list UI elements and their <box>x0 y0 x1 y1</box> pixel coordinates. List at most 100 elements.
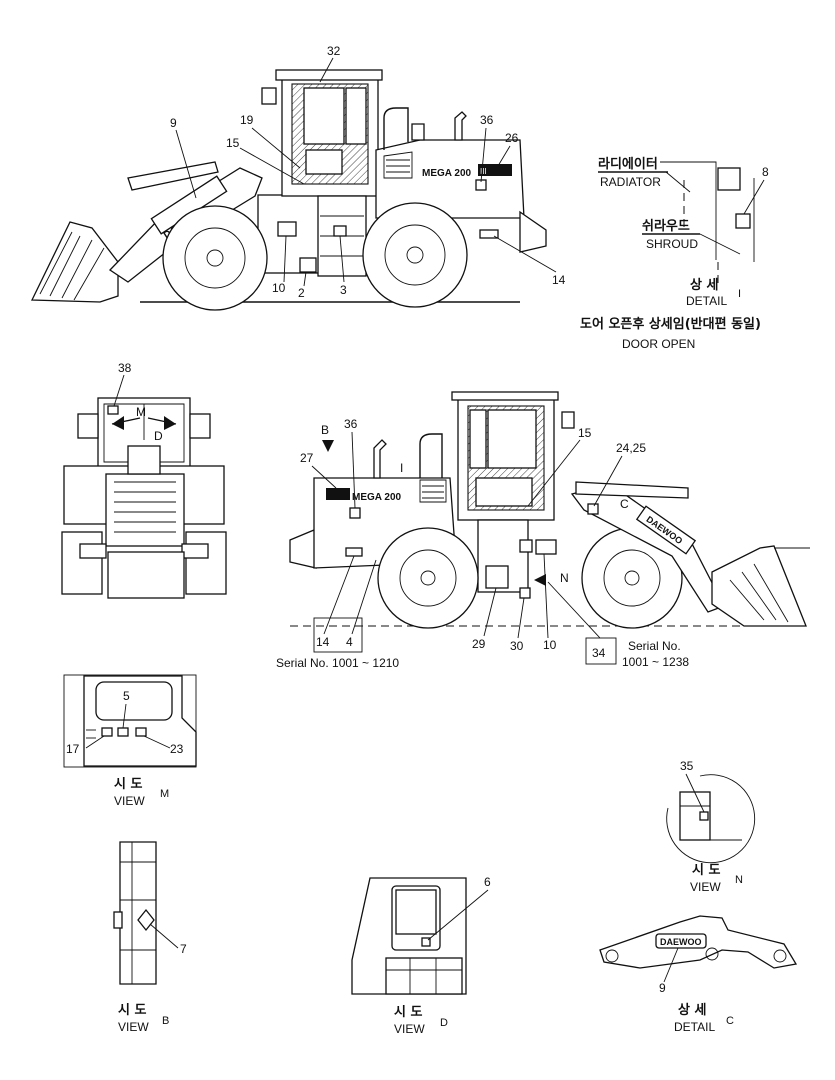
counterweight <box>519 210 547 253</box>
callout-35: 35 <box>680 759 694 773</box>
serial-box-left <box>313 617 363 653</box>
serial-box-right <box>585 637 617 665</box>
front-right-tire <box>185 531 227 595</box>
detail-c-letter: C <box>726 1015 734 1027</box>
callout-14-top: 14 <box>552 273 566 287</box>
air-intake <box>411 123 425 141</box>
view-b-body <box>119 841 157 985</box>
callout-4: 4 <box>346 635 353 649</box>
rr-cab-rear-window <box>469 409 487 469</box>
decal-24-25 <box>587 503 599 515</box>
model-decal-suffix: III <box>480 167 487 176</box>
view-d-letter: D <box>440 1017 448 1029</box>
rr-arm-decal <box>635 505 697 555</box>
callout-30: 30 <box>510 639 524 653</box>
front-left-tire <box>61 531 103 595</box>
view-n-title-en: VIEW <box>690 880 721 894</box>
view-d: 6 시 도 VIEW D <box>351 875 491 1036</box>
handrail <box>383 107 409 150</box>
callout-3: 3 <box>340 283 347 297</box>
side-view-left: DAEWOO MEGA 200 III <box>30 69 547 311</box>
view-n-title-ko: 시 도 <box>692 863 720 878</box>
front-left-lamp <box>79 543 107 559</box>
door-open-label-en: DOOR OPEN <box>622 337 695 351</box>
decal-36-right <box>349 507 361 519</box>
view-b-letter: B <box>162 1015 169 1027</box>
shroud-label-en: SHROUD <box>646 237 698 251</box>
arrow-m-left <box>112 416 124 430</box>
callout-8: 8 <box>762 165 769 179</box>
callout-5: 5 <box>123 689 130 703</box>
side-view-right: MEGA 200 DAEWOO <box>289 391 810 665</box>
callout-10-mid: 10 <box>543 638 557 652</box>
callout-10-top: 10 <box>272 281 286 295</box>
view-d-title-ko: 시 도 <box>394 1005 422 1020</box>
view-m-title-en: VIEW <box>114 794 145 808</box>
view-n-circle <box>666 774 756 864</box>
radiator-label-en: RADIATOR <box>600 175 661 189</box>
view-n-marker: N <box>560 571 569 585</box>
radiator-tank <box>717 167 741 191</box>
decal-35 <box>699 811 709 821</box>
callout-19: 19 <box>240 113 254 127</box>
callout-15-top: 15 <box>226 136 240 150</box>
rr-bucket <box>711 545 807 627</box>
radiator-label-ko: 라디에이터 <box>598 156 658 172</box>
cab-rear-window <box>345 87 367 145</box>
serial-note-right-range: 1001 ~ 1238 <box>622 655 689 669</box>
decal-14-left <box>479 229 499 239</box>
callout-9-detail: 9 <box>659 981 666 995</box>
detail-c-title-en: DETAIL <box>674 1020 715 1034</box>
view-b-title-en: VIEW <box>118 1020 149 1034</box>
view-n-letter: N <box>735 874 743 886</box>
view-b-latch <box>113 911 123 929</box>
callout-15-mid: 15 <box>578 426 592 440</box>
decal-10-right <box>535 539 557 555</box>
arrow-n <box>534 574 546 586</box>
detail-c-marker: C <box>620 497 629 511</box>
detail-c-title-ko: 상 세 <box>678 1003 706 1018</box>
rr-handrail <box>419 433 443 478</box>
callout-2: 2 <box>298 286 305 300</box>
view-m-marker: M <box>136 405 146 419</box>
detail-c: DAEWOO 9 상 세 DETAIL C <box>599 915 798 1034</box>
view-d-marker: D <box>154 429 163 443</box>
model-decal-text: MEGA 200 <box>422 168 472 179</box>
exhaust-pipe <box>454 111 467 141</box>
side-mirror <box>261 87 277 105</box>
door-open-label-ko: 도어 오픈후 상세임(반대편 동일) <box>580 316 761 332</box>
serial-note-left: Serial No. 1001 ~ 1210 <box>276 656 399 670</box>
view-n: 35 시 도 VIEW N <box>666 759 756 894</box>
decal-5 <box>117 727 129 737</box>
rr-model-text: MEGA 200 <box>352 492 402 503</box>
decal-23 <box>135 727 147 737</box>
decal-30 <box>519 539 533 553</box>
callout-27: 27 <box>300 451 314 465</box>
detail-i-title-en: DETAIL <box>686 294 727 308</box>
view-b: 7 시 도 VIEW B <box>113 841 187 1034</box>
engine-hood <box>375 139 525 219</box>
callout-23: 23 <box>170 742 184 756</box>
callout-7: 7 <box>180 942 187 956</box>
arrow-b <box>322 440 334 452</box>
model-decal-stripe <box>478 164 512 176</box>
side-view-left-callouts: 32 9 19 15 36 26 10 2 3 14 <box>170 44 566 300</box>
detail-i-letter: I <box>738 288 741 300</box>
cab-roof <box>275 69 383 81</box>
serial-note-right-title: Serial No. <box>628 639 681 653</box>
decal-10-left <box>277 221 297 237</box>
rr-cab-lower <box>475 477 533 507</box>
callout-9-top: 9 <box>170 116 177 130</box>
detail-i-marker: I <box>400 461 403 475</box>
front-right-lamp <box>181 543 209 559</box>
front-bumper <box>107 551 185 599</box>
view-d-door-window <box>395 889 437 935</box>
view-m-title-ko: 시 도 <box>114 777 142 792</box>
detail-c-brand: DAEWOO <box>660 937 702 947</box>
rr-tilt-cylinder <box>575 481 689 499</box>
decal-8 <box>735 213 751 229</box>
view-m-letter: M <box>160 788 169 800</box>
callout-38: 38 <box>118 361 132 375</box>
shroud-label-ko: 쉬라우드 <box>642 218 690 234</box>
rr-mirror <box>561 411 575 429</box>
